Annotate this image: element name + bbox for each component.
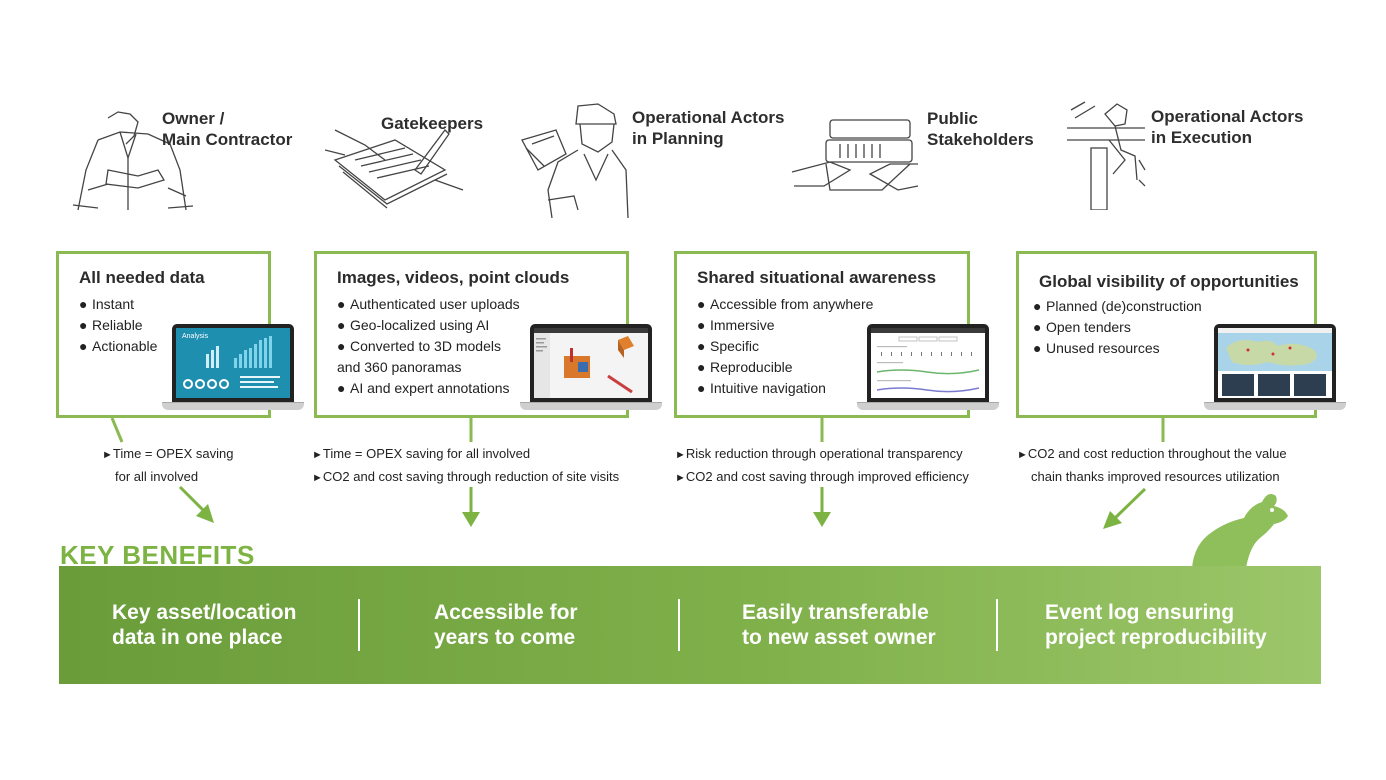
stakeholder-planning-title: Operational Actors in Planning — [632, 107, 784, 149]
list-item: ●Specific — [697, 338, 760, 354]
list-item: ●Converted to 3D models — [337, 338, 501, 354]
stakeholder-line2: Stakeholders — [927, 130, 1034, 149]
stakeholder-line1: Operational Actors — [1151, 107, 1304, 126]
list-item: ●Unused resources — [1033, 340, 1160, 356]
box-list: ●Planned (de)construction ●Open tenders … — [1033, 296, 1202, 359]
list-item: ●Open tenders — [1033, 319, 1131, 335]
stakeholder-line1: Owner / — [162, 109, 225, 128]
stakeholder-line1: Public — [927, 109, 979, 128]
map-icon — [1218, 328, 1332, 396]
key-benefits-title: KEY BENEFITS — [60, 540, 255, 570]
stakeholder-line2: Main Contractor — [162, 130, 293, 149]
box-title: Images, videos, point clouds — [337, 268, 570, 287]
list-item: ●Accessible from anywhere — [697, 296, 874, 312]
list-item: ●Planned (de)construction — [1033, 298, 1202, 314]
list-item: ●Geo-localized using AI — [337, 317, 490, 333]
box-list: ●Instant ●Reliable ●Actionable — [79, 294, 157, 357]
screen-title: Analysis — [182, 333, 209, 340]
benefit-text-1: ►Time = OPEX saving for all involved — [102, 446, 234, 484]
list-item: and 360 panoramas — [337, 359, 462, 375]
list-item: ●Instant — [79, 296, 135, 312]
rat-mascot-icon — [1192, 494, 1288, 568]
box-title: All needed data — [79, 268, 205, 287]
benefit-text-2: ►Time = OPEX saving for all involved ►CO… — [312, 446, 620, 484]
divider — [996, 599, 998, 651]
list-item: ●Intuitive navigation — [697, 380, 826, 396]
timeline-chart-icon — [871, 328, 985, 393]
box-title: Global visibility of opportunities — [1039, 272, 1299, 291]
laptop-3d-model-image — [520, 324, 662, 410]
list-item: ●Actionable — [79, 338, 158, 354]
binder-handover-sketch-icon — [791, 119, 919, 191]
stakeholder-line2: in Planning — [632, 129, 724, 148]
signing-document-sketch-icon — [325, 129, 464, 209]
benefit-text-3: ►Risk reduction through operational tran… — [675, 446, 969, 484]
stakeholder-line1: Operational Actors — [632, 108, 785, 127]
laptop-timeline-image — [857, 324, 999, 410]
laptop-dashboard-image: Analysis — [162, 324, 304, 410]
stakeholder-gatekeepers-title: Gatekeepers — [381, 113, 483, 134]
engineer-with-plans-sketch-icon — [521, 103, 629, 218]
box-list: ●Authenticated user uploads ●Geo-localiz… — [337, 294, 520, 399]
divider — [358, 599, 360, 651]
stakeholder-public-title: Public Stakeholders — [927, 108, 1034, 150]
stakeholder-line1: Gatekeepers — [381, 114, 484, 133]
divider — [678, 599, 680, 651]
stakeholder-line2: in Execution — [1151, 128, 1253, 147]
business-person-sketch-icon — [72, 111, 194, 211]
list-item: ●Reliable — [79, 317, 143, 333]
worker-on-pipe-sketch-icon — [1067, 101, 1146, 210]
box-list: ●Accessible from anywhere ●Immersive ●Sp… — [697, 294, 873, 399]
list-item: ●Reproducible — [697, 359, 793, 375]
box-title: Shared situational awareness — [697, 268, 937, 287]
laptop-map-image — [1204, 324, 1346, 410]
stakeholder-owner-title: Owner / Main Contractor — [162, 108, 292, 150]
list-item: ●Authenticated user uploads — [337, 296, 520, 312]
3d-model-icon — [534, 328, 648, 398]
dashboard-chart-icon — [183, 336, 280, 389]
benefit-text-4: ►CO2 and cost reduction throughout the v… — [1017, 446, 1287, 484]
list-item: ●Immersive — [697, 317, 775, 333]
list-item: ●AI and expert annotations — [337, 380, 510, 396]
stakeholder-execution-title: Operational Actors in Execution — [1151, 106, 1303, 148]
